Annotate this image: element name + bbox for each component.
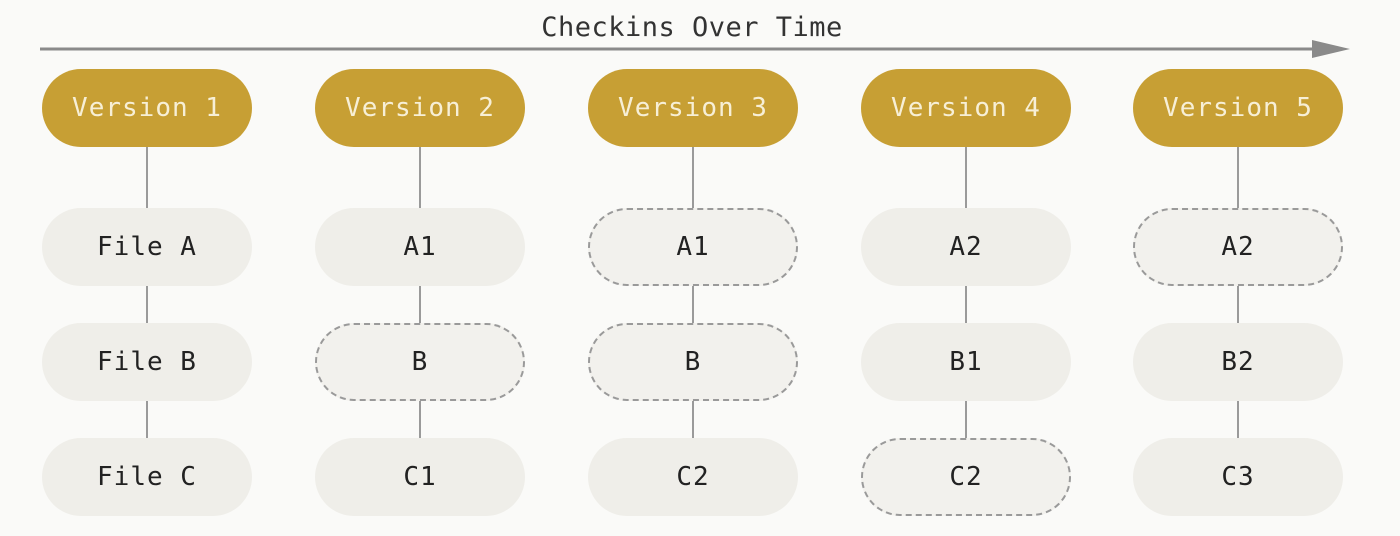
file-node-unchanged: A1 bbox=[588, 208, 798, 286]
timeline-arrow bbox=[40, 40, 1350, 58]
version-1-node: Version 1 bbox=[42, 69, 252, 147]
file-node: B2 bbox=[1133, 323, 1343, 401]
file-node: B1 bbox=[861, 323, 1071, 401]
file-node: A1 bbox=[315, 208, 525, 286]
file-node: File B bbox=[42, 323, 252, 401]
file-node: A2 bbox=[861, 208, 1071, 286]
file-node-unchanged: A2 bbox=[1133, 208, 1343, 286]
file-node: File C bbox=[42, 438, 252, 516]
file-node: C1 bbox=[315, 438, 525, 516]
column-connector bbox=[965, 147, 967, 438]
version-2-node: Version 2 bbox=[315, 69, 525, 147]
column-connector bbox=[419, 147, 421, 438]
diagram-title: Checkins Over Time bbox=[541, 12, 843, 43]
column-connector bbox=[146, 147, 148, 438]
version-5-node: Version 5 bbox=[1133, 69, 1343, 147]
version-4-node: Version 4 bbox=[861, 69, 1071, 147]
file-node-unchanged: C2 bbox=[861, 438, 1071, 516]
file-node-unchanged: B bbox=[588, 323, 798, 401]
file-node: File A bbox=[42, 208, 252, 286]
column-connector bbox=[1237, 147, 1239, 438]
timeline-arrowhead bbox=[1312, 40, 1350, 58]
file-node-unchanged: B bbox=[315, 323, 525, 401]
file-node: C3 bbox=[1133, 438, 1343, 516]
version-3-node: Version 3 bbox=[588, 69, 798, 147]
column-connector bbox=[692, 147, 694, 438]
file-node: C2 bbox=[588, 438, 798, 516]
